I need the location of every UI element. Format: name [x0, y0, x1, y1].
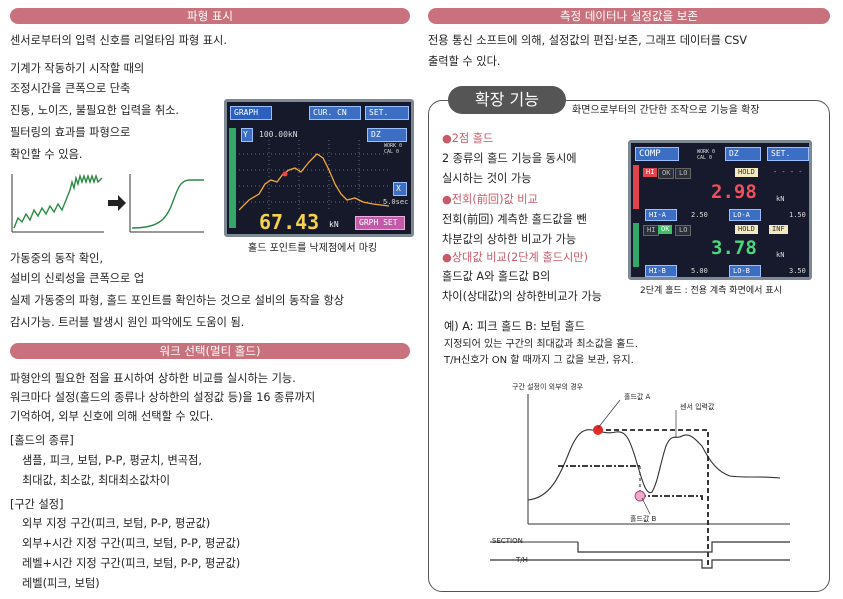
hi-b-value: 5.00: [691, 267, 708, 275]
level-bar: [229, 128, 236, 228]
chart-section-label: SECTION: [492, 537, 523, 545]
x-axis-button[interactable]: X: [393, 182, 407, 196]
section-title: [구간 설정]: [10, 498, 64, 511]
inf-indicator: INF: [769, 225, 788, 234]
text-p5-2: 기억하여, 외부 신호에 의해 선택할 수 있다.: [10, 410, 214, 423]
text-r1-1: 출력할 수 있다.: [428, 55, 501, 68]
hold-b-unit: kN: [776, 251, 785, 259]
panel-set-button[interactable]: SET.: [767, 147, 809, 161]
y-value: 100.00kN: [259, 130, 298, 139]
feature2-line1: 차분값의 상하한 비교가 가능: [442, 233, 577, 246]
grph-set-button[interactable]: GRPH SET: [355, 216, 405, 230]
x-value: 5.0sec: [383, 198, 409, 206]
waveform-plot: [239, 140, 389, 212]
text-p3-1: 설비의 신뢰성을 큰폭으로 업: [10, 272, 145, 285]
text-p2-2: 진동, 노이즈, 불필요한 입력을 취소.: [10, 104, 179, 117]
text-p5-1: 워크마다 설정(홀드의 종류나 상하한의 설정값 등)을 16 종류까지: [10, 391, 316, 404]
lo-indicator-b: LO: [675, 225, 692, 236]
panel-dz-button[interactable]: DZ: [725, 147, 761, 161]
text-p4-1: 감시가능. 트러블 발생시 원인 파악에도 도움이 됨.: [10, 316, 245, 329]
hi-a-button[interactable]: HI-A: [645, 209, 677, 221]
example-line1: 지정되어 있는 구간의 최대값과 최소값을 홀드.: [444, 339, 638, 350]
text-r1-0: 전용 통신 소프트에 의해, 설정값의 편집·보존, 그래프 데이터를 CSV: [428, 34, 747, 47]
lo-b-button[interactable]: LO-B: [729, 265, 761, 277]
hold-a-unit: kN: [776, 195, 785, 203]
text-p1: 센서로부터의 입력 신호를 리얼타임 파형 표시.: [10, 34, 227, 47]
lo-b-value: 3.50: [789, 267, 806, 275]
graph-tab-button[interactable]: GRAPH: [230, 106, 272, 120]
comp-button[interactable]: COMP: [635, 147, 679, 161]
hi-a-value: 2.50: [691, 211, 708, 219]
text-p2-4: 확인할 수 있음.: [10, 148, 83, 161]
y-axis-button[interactable]: Y: [241, 128, 253, 142]
chart-th-label: T/H: [516, 556, 528, 564]
caption-hold-mark: 홀드 포인트를 낙제점에서 마킹: [248, 243, 378, 254]
chart-sensor-label: 센서 입력값: [680, 403, 715, 411]
hi-indicator-a: HI: [643, 168, 658, 177]
graph-screen: GRAPH CUR. CN SET. Y 100.00kN DZ WORK 0 …: [224, 99, 414, 237]
feature2-line0: 전회(前回) 계측한 홀드값을 뺀: [442, 213, 587, 226]
text-p5-0: 파형안의 필요한 점을 표시하여 상하한 비교를 실시하는 기능.: [10, 372, 296, 385]
hold-timing-chart: [490, 394, 790, 569]
feature3-heading: ●상대값 비교(2단계 홀드시만): [442, 251, 588, 264]
extension-subtitle: 화면으로부터의 간단한 조작으로 기능을 확장: [572, 105, 760, 116]
graph-value: 67.43: [259, 210, 320, 234]
extension-frame: [428, 100, 830, 592]
hold-indicator-a: HOLD: [735, 168, 758, 177]
chart-hold-a-label: 홀드값 A: [624, 393, 651, 401]
hold-a-value: 2.98: [711, 181, 757, 203]
ok-indicator-a: OK: [658, 168, 675, 179]
hi-indicator-b: HI: [643, 225, 660, 236]
chart-top-label: 구간 설정이 외부의 경우: [512, 383, 584, 391]
text-p2-1: 조정시간을 큰폭으로 단축: [10, 82, 131, 95]
example-title: 예) A: 피크 홀드 B: 보텀 홀드: [444, 320, 586, 333]
text-p3-0: 가동중의 동작 확인,: [10, 252, 104, 265]
text-p2-0: 기계가 작동하기 시작할 때의: [10, 62, 145, 75]
example-line2: T/H신호가 ON 할 때까지 그 값을 보관, 유지.: [444, 355, 634, 366]
work-cal-label: WORK 0 CAL 0: [384, 143, 403, 155]
feature3-line0: 홀드값 A와 홀드값 B의: [442, 270, 551, 283]
band-work-select: 워크 선택(멀티 홀드): [10, 343, 410, 359]
hi-b-button[interactable]: HI-B: [645, 265, 677, 277]
text-p4-0: 실제 가동중의 파형, 홀드 포인트를 확인하는 것으로 설비의 동작을 항상: [10, 294, 345, 307]
hold-b-value: 3.78: [711, 237, 757, 259]
band-waveform: 파형 표시: [10, 8, 410, 24]
two-step-hold-panel: COMP WORK 0 CAL 0 DZ SET. HI OK LO HOLD …: [628, 140, 812, 280]
dz-button[interactable]: DZ: [367, 128, 407, 142]
section-item-0: 외부 지정 구간(피크, 보텀, P-P, 평균값): [22, 517, 211, 530]
set-button[interactable]: SET.: [365, 106, 409, 120]
ok-indicator-b: OK: [658, 225, 673, 234]
feature2-heading: ●전회(前回)값 비교: [442, 193, 538, 206]
panel-bar-b: [633, 223, 639, 267]
waveform-compare-icon: [11, 173, 204, 233]
feature1-line0: 2 종류의 홀드 기능을 동시에: [442, 152, 577, 165]
section-item-3: 레벨(피크, 보텀): [22, 577, 100, 590]
text-p2-3: 필터링의 효과를 파형으로: [10, 126, 131, 139]
hold-a-status: - - - -: [773, 168, 803, 176]
graph-unit: kN: [329, 220, 339, 229]
feature1-heading: ●2점 홀드: [442, 132, 494, 145]
panel-work-cal: WORK 0 CAL 0: [697, 149, 716, 161]
hold-indicator-b: HOLD: [735, 225, 758, 234]
section-item-1: 외부+시간 지정 구간(피크, 보텀, P-P, 평균값): [22, 537, 241, 550]
hold-types-1: 최대값, 최소값, 최대최소값차이: [22, 474, 171, 487]
feature3-line1: 차이(상대값)의 상하한비교가 가능: [442, 290, 602, 303]
feature1-line1: 실시하는 것이 가능: [442, 172, 532, 185]
section-item-2: 레벨+시간 지정 구간(피크, 보텀, P-P, 평균값): [22, 557, 241, 570]
chart-hold-b-label: 홀드값 B: [630, 515, 657, 523]
hold-types-0: 샘플, 피크, 보텀, P-P, 평균치, 변곡점,: [22, 454, 202, 467]
extension-title: 확장 기능: [448, 86, 566, 114]
lo-a-button[interactable]: LO-A: [729, 209, 761, 221]
band-data-save: 측정 데이터나 설정값을 보존: [428, 8, 830, 24]
caption-two-step: 2단계 홀드 : 전용 계측 화면에서 표시: [640, 286, 782, 296]
lo-a-value: 1.50: [789, 211, 806, 219]
lo-indicator-a: LO: [675, 168, 692, 179]
panel-bar-a: [633, 165, 639, 209]
cur-button[interactable]: CUR. CN: [309, 106, 361, 120]
hold-types-title: [홀드의 종류]: [10, 434, 74, 447]
